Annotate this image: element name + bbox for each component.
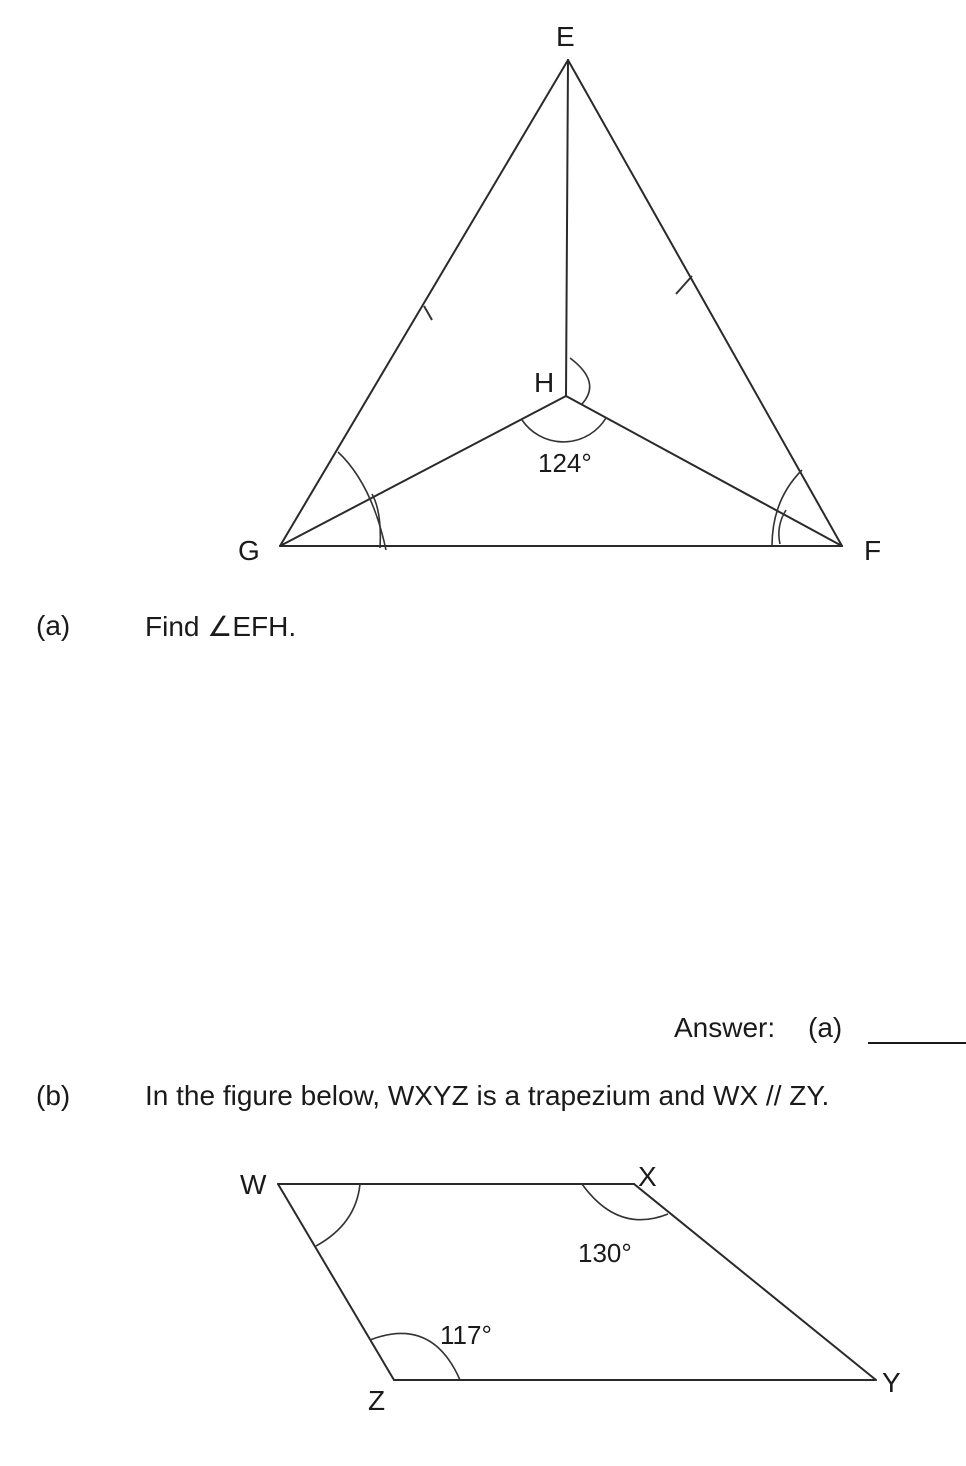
part-b-label: (b)	[36, 1080, 71, 1111]
vertex-label-h: H	[534, 367, 554, 398]
angle-arc-g-outer	[337, 451, 387, 551]
angle-arc-f-inner	[778, 509, 787, 545]
part-a-label: (a)	[36, 610, 71, 641]
vertex-label-w: W	[240, 1169, 267, 1200]
angle-label-z: 117°	[440, 1320, 492, 1350]
vertex-label-z: Z	[368, 1385, 385, 1416]
answer-input-blank[interactable]	[868, 1042, 966, 1044]
side-wz	[277, 1183, 395, 1381]
side-eg	[279, 59, 569, 547]
side-ef	[567, 59, 843, 547]
angle-label-x: 130°	[578, 1238, 632, 1268]
side-xy	[633, 1183, 877, 1381]
segment-eh	[565, 59, 569, 397]
tick-mark-ef	[675, 275, 693, 295]
angle-arc-w	[315, 1183, 361, 1247]
vertex-label-g: G	[238, 535, 260, 566]
angle-arc-z	[369, 1332, 461, 1381]
angle-arc-f-outer	[771, 469, 803, 547]
angle-arc-h-gf	[521, 417, 607, 443]
vertex-label-e: E	[556, 21, 575, 52]
vertex-label-y: Y	[882, 1367, 901, 1398]
answer-part-label: (a)	[808, 1012, 843, 1043]
answer-prefix: Answer:	[674, 1012, 776, 1043]
angle-arc-g-inner	[371, 493, 382, 549]
angle-label-h: 124°	[538, 448, 592, 478]
segment-fh	[565, 395, 843, 547]
vertex-label-x: X	[638, 1161, 657, 1192]
part-a-question: Find ∠EFH.	[145, 611, 297, 642]
angle-arc-h-eh	[569, 357, 591, 405]
triangle-figure: E H G F 124°	[238, 21, 881, 566]
segment-gh	[279, 395, 567, 547]
angle-arc-x	[581, 1183, 669, 1221]
vertex-label-f: F	[864, 535, 881, 566]
tick-mark-eg	[423, 305, 433, 321]
part-b-question: In the figure below, WXYZ is a trapezium…	[145, 1080, 830, 1111]
